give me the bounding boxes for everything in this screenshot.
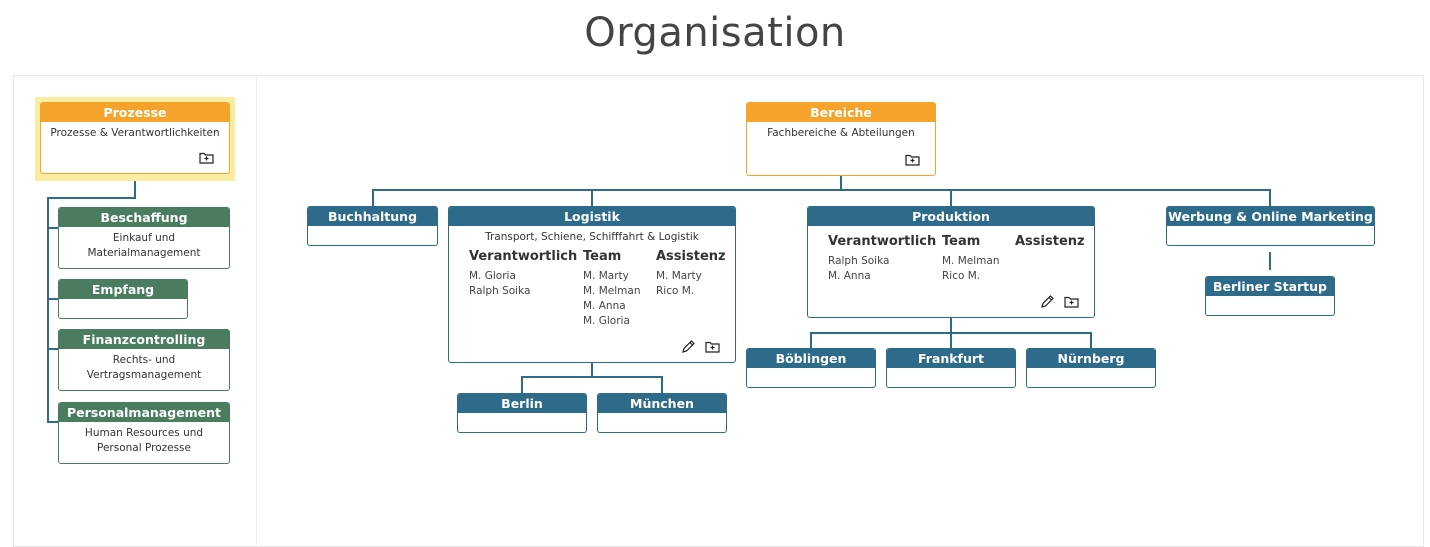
connector bbox=[1269, 189, 1271, 207]
connector bbox=[47, 421, 59, 423]
member-name: M. Anna bbox=[583, 300, 626, 312]
node-title: Personalmanagement bbox=[59, 403, 229, 422]
node-description: Fachbereiche & Abteilungen bbox=[767, 127, 915, 139]
description-line: Materialmanagement bbox=[87, 247, 201, 259]
node-beschaffung[interactable]: Beschaffung Einkauf und Materialmanageme… bbox=[58, 207, 230, 269]
member-name: M. Melman bbox=[583, 285, 641, 297]
node-personalmanagement[interactable]: Personalmanagement Human Resources und P… bbox=[58, 402, 230, 464]
node-title: Prozesse bbox=[41, 103, 229, 122]
connector bbox=[950, 189, 952, 207]
member-name: M. Marty bbox=[656, 270, 702, 282]
connector bbox=[950, 318, 952, 333]
connector bbox=[950, 332, 952, 348]
description-line: Vertragsmanagement bbox=[86, 369, 202, 381]
node-description: Einkauf und Materialmanagement bbox=[59, 227, 229, 261]
member-name: M. Marty bbox=[583, 270, 629, 282]
member-name: M. Melman bbox=[942, 255, 1000, 267]
node-werbung-online-marketing[interactable]: Werbung & Online Marketing bbox=[1166, 206, 1375, 246]
connector bbox=[47, 348, 59, 350]
connector bbox=[372, 189, 374, 207]
description-line: Einkauf und bbox=[112, 232, 176, 244]
connector bbox=[521, 376, 523, 393]
node-title: Nürnberg bbox=[1027, 349, 1155, 368]
column-header: Assistenz bbox=[1015, 234, 1085, 249]
node-prozesse[interactable]: Prozesse Prozesse & Verantwortlichkeiten bbox=[40, 102, 230, 174]
node-nuernberg[interactable]: Nürnberg bbox=[1026, 348, 1156, 388]
node-bereiche[interactable]: Bereiche Fachbereiche & Abteilungen bbox=[746, 102, 936, 176]
node-title: Buchhaltung bbox=[308, 207, 437, 226]
connector bbox=[521, 376, 663, 378]
pencil-icon[interactable] bbox=[681, 340, 697, 354]
pencil-icon[interactable] bbox=[1040, 295, 1056, 309]
page-title: Organisation bbox=[584, 10, 846, 56]
member-name: Ralph Soika bbox=[469, 285, 531, 297]
node-title: Werbung & Online Marketing bbox=[1167, 207, 1374, 226]
node-buchhaltung[interactable]: Buchhaltung bbox=[307, 206, 438, 246]
node-title: Produktion bbox=[808, 207, 1094, 226]
node-title: Böblingen bbox=[747, 349, 875, 368]
connector bbox=[1090, 332, 1092, 348]
connector bbox=[591, 189, 593, 207]
connector bbox=[47, 197, 49, 423]
folder-add-icon[interactable] bbox=[905, 153, 921, 167]
connector bbox=[591, 363, 593, 377]
member-name: Rico M. bbox=[942, 270, 981, 282]
folder-add-icon[interactable] bbox=[705, 340, 721, 354]
member-name: Ralph Soika bbox=[828, 255, 890, 267]
node-description: Human Resources und Personal Prozesse bbox=[59, 422, 229, 456]
node-muenchen[interactable]: München bbox=[597, 393, 727, 433]
node-empfang[interactable]: Empfang bbox=[58, 279, 188, 319]
column-header: Assistenz bbox=[656, 249, 726, 264]
connector bbox=[661, 376, 663, 393]
node-frankfurt[interactable]: Frankfurt bbox=[886, 348, 1016, 388]
connector bbox=[134, 181, 136, 198]
connector bbox=[47, 197, 136, 199]
description-line: Personal Prozesse bbox=[96, 442, 191, 454]
node-logistik[interactable]: Logistik Transport, Schiene, Schifffahrt… bbox=[448, 206, 736, 363]
node-title: Frankfurt bbox=[887, 349, 1015, 368]
node-boeblingen[interactable]: Böblingen bbox=[746, 348, 876, 388]
node-title: Beschaffung bbox=[59, 208, 229, 227]
node-title: Empfang bbox=[59, 280, 187, 299]
folder-add-icon[interactable] bbox=[199, 151, 215, 165]
column-header: Team bbox=[942, 234, 981, 249]
member-name: M. Gloria bbox=[583, 315, 630, 327]
node-description: Transport, Schiene, Schifffahrt & Logist… bbox=[485, 231, 699, 243]
description-line: Human Resources und bbox=[84, 427, 204, 439]
connector bbox=[47, 227, 59, 229]
description-line: Rechts- und bbox=[112, 354, 176, 366]
node-title: Logistik bbox=[449, 207, 735, 226]
node-title: München bbox=[598, 394, 726, 413]
column-header: Verantwortlich bbox=[828, 234, 937, 249]
node-title: Berlin bbox=[458, 394, 586, 413]
member-name: M. Anna bbox=[828, 270, 871, 282]
node-description: Prozesse & Verantwortlichkeiten bbox=[50, 127, 220, 139]
connector bbox=[810, 332, 812, 348]
node-berlin[interactable]: Berlin bbox=[457, 393, 587, 433]
member-name: Rico M. bbox=[656, 285, 695, 297]
connector bbox=[1269, 252, 1271, 270]
connector bbox=[840, 176, 842, 190]
connector bbox=[47, 298, 59, 300]
connector bbox=[372, 189, 1271, 191]
node-finanzcontrolling[interactable]: Finanzcontrolling Rechts- und Vertragsma… bbox=[58, 329, 230, 391]
member-name: M. Gloria bbox=[469, 270, 516, 282]
column-header: Team bbox=[583, 249, 622, 264]
node-title: Berliner Startup bbox=[1206, 277, 1334, 296]
folder-add-icon[interactable] bbox=[1064, 295, 1080, 309]
node-title: Finanzcontrolling bbox=[59, 330, 229, 349]
column-header: Verantwortlich bbox=[469, 249, 578, 264]
node-title: Bereiche bbox=[747, 103, 935, 122]
node-produktion[interactable]: Produktion Verantwortlich Ralph Soika M.… bbox=[807, 206, 1095, 318]
node-description: Rechts- und Vertragsmanagement bbox=[59, 349, 229, 383]
node-berliner-startup[interactable]: Berliner Startup bbox=[1205, 276, 1335, 316]
